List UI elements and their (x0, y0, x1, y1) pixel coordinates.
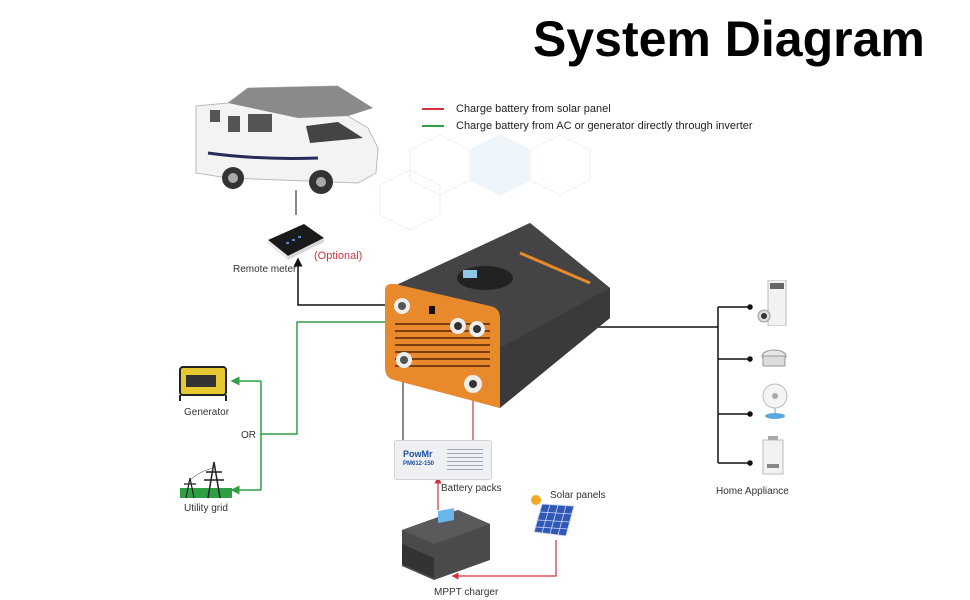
page-title: System Diagram (533, 11, 925, 67)
rice-cooker-image (761, 349, 787, 367)
inverter-image (385, 223, 610, 408)
sun-icon (531, 495, 541, 505)
motorhome-image (195, 85, 379, 194)
utility-grid-image (180, 461, 232, 499)
generator-label: Generator (184, 407, 230, 418)
air-conditioner-image (757, 280, 787, 326)
optional-label: (Optional) (314, 250, 363, 262)
utility-grid-label: Utility grid (184, 503, 228, 514)
legend-label: Charge battery from AC or generator dire… (456, 119, 753, 132)
mppt-charger-image (402, 508, 490, 580)
remote-meter-wire (293, 257, 398, 306)
legend-item-solar: Charge battery from solar panel (422, 100, 753, 117)
remote-meter-image (268, 224, 324, 260)
remote-meter-label: Remote meter (233, 264, 297, 275)
legend-item-ac: Charge battery from AC or generator dire… (422, 117, 753, 134)
battery-packs-label: Battery packs (441, 483, 502, 494)
home-appliance-label: Home Appliance (716, 486, 789, 497)
battery-image: PowMr PM612-150 (394, 440, 492, 480)
water-heater-image (762, 436, 784, 475)
ac-input-wire (261, 321, 452, 435)
battery-model: PM612-150 (403, 461, 435, 467)
legend-swatch-red (422, 107, 444, 110)
legend-label: Charge battery from solar panel (456, 102, 611, 115)
fan-image (762, 383, 788, 419)
or-label: OR (241, 430, 256, 441)
solar-to-mppt-wire (451, 540, 557, 580)
appliance-branches (718, 304, 753, 466)
solar-panels-label: Solar panels (550, 490, 606, 501)
battery-brand: PowMr (403, 449, 433, 459)
legend: Charge battery from solar panel Charge b… (422, 100, 753, 134)
mppt-charger-label: MPPT charger (434, 587, 499, 598)
solar-panel-image (533, 503, 575, 537)
legend-swatch-green (422, 124, 444, 127)
battery-spec-table (447, 449, 483, 471)
generator-image (179, 366, 227, 401)
